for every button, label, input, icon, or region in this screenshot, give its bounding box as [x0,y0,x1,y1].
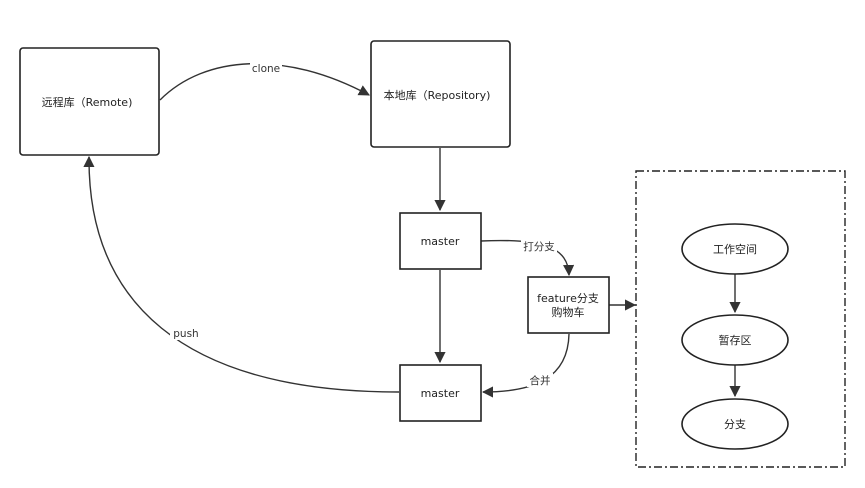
clone-label-bg [250,61,282,75]
feature-box [527,276,610,334]
master-top-box [399,212,482,270]
workspace-ellipse [681,223,789,275]
master-bottom-label: master [421,387,460,400]
branch-ellipse [681,398,789,450]
master-top-node: master [399,212,482,270]
push-label-bg [170,326,202,340]
repository-box [370,40,511,148]
staging-node: 暂存区 [681,314,789,366]
merge-label: 合并 [530,374,551,387]
workspace-node: 工作空间 [681,223,789,275]
merge-label-bg [527,373,553,387]
staging-label: 暂存区 [719,333,752,347]
push-label: push [173,328,198,340]
feature-label-line1: feature分支 [537,292,599,305]
push-arrow [83,155,400,393]
master-top-label: master [421,235,460,248]
clone-label: clone [252,63,280,75]
branch-node: 分支 [681,398,789,450]
merge-arrow [481,333,570,398]
branch-label: 打分支 [523,240,555,253]
branch-label-bg [521,239,557,253]
edges: clone 打分支 合并 push [83,61,741,398]
workspace-label: 工作空间 [713,242,757,256]
master-bottom-node: master [399,364,482,422]
remote-box [19,47,160,156]
branch-node-label: 分支 [724,418,746,431]
master-bottom-box [399,364,482,422]
repository-label: 本地库（Repository) [384,88,491,102]
repository-node: 本地库（Repository) [370,40,511,148]
clone-arrow [159,63,370,101]
feature-label-line2: 购物车 [552,305,585,319]
detail-container [635,170,846,468]
remote-label: 远程库（Remote) [42,96,133,109]
feature-node: feature分支 购物车 [527,276,610,334]
remote-node: 远程库（Remote) [19,47,160,156]
staging-ellipse [681,314,789,366]
